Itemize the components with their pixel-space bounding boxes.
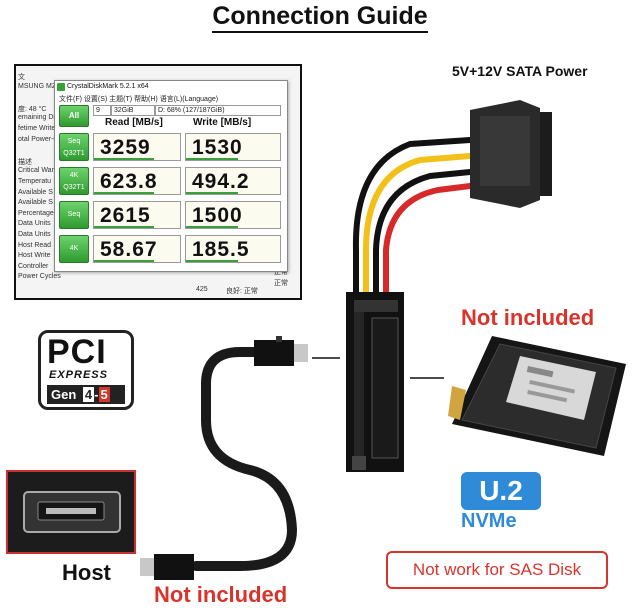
test-button[interactable]: 4K [59, 235, 89, 263]
read-value: 58.67 [93, 235, 181, 263]
ssd-not-included-label: Not included [461, 305, 595, 330]
background-label: MSUNG MZV [18, 82, 61, 90]
oculink-cable [191, 347, 298, 571]
background-label: Percentage [18, 209, 54, 217]
menu-bar[interactable]: 文件(F) 设置(S) 主题(T) 帮助(H) 语言(L)(Language) [59, 96, 219, 103]
background-status: 正常 [274, 269, 288, 277]
background-label: Available S [18, 188, 53, 196]
read-header: Read [MB/s] [105, 117, 163, 128]
sata-power-label: 5V+12V SATA Power [452, 63, 588, 79]
background-label: emaining Dri [18, 114, 58, 122]
background-label: Data Units [18, 231, 51, 238]
background-label: 描述 [18, 158, 32, 166]
sata-power-connector [470, 100, 552, 208]
read-value: 3259 [93, 133, 181, 161]
all-button[interactable]: All [59, 105, 89, 127]
test-button[interactable]: Seq Q32T1 [59, 133, 89, 161]
u2-badge: U.2 [461, 472, 541, 510]
background-label: Data Units [18, 220, 51, 228]
host-label: Host [62, 560, 111, 585]
express-text: EXPRESS [49, 369, 108, 381]
cable-connector-top [254, 336, 308, 366]
write-header: Write [MB/s] [193, 117, 252, 128]
background-label: Controller [18, 262, 49, 270]
cable-connector-bottom [140, 554, 194, 580]
background-status: 正常 [274, 280, 288, 287]
read-value: 623.8 [93, 167, 181, 195]
oculink-port-icon [23, 491, 121, 533]
background-label: otal Power-O [18, 135, 59, 143]
background-label: Host Read [18, 241, 52, 249]
write-value: 1530 [185, 133, 281, 161]
gen-bar: Gen 4-5 [47, 385, 125, 404]
write-value: 1500 [185, 201, 281, 229]
write-value: 494.2 [185, 167, 281, 195]
window-title: CrystalDiskMark 5.2.1 x64 [55, 81, 287, 93]
host-port-closeup [6, 470, 136, 554]
crystaldiskmark-window: CrystalDiskMark 5.2.1 x64 文件(F) 设置(S) 主题… [54, 80, 288, 272]
background-label: 度: 48 °C [18, 105, 47, 113]
pci-text: PCI [47, 333, 107, 371]
pci-express-badge: PCI EXPRESS Gen 4-5 [38, 330, 134, 410]
test-button[interactable]: Seq [59, 201, 89, 229]
app-icon [57, 83, 65, 91]
u2-ssd-drive [448, 336, 626, 456]
background-label: Power Cycles [18, 273, 61, 281]
footer-status: 良好: 正常 [226, 288, 258, 295]
footer-count: 425 [196, 286, 208, 293]
background-label: fetime Write [18, 125, 56, 132]
background-label: Host Write [18, 252, 51, 260]
drive-select[interactable]: D: 68% (127/187GiB) [155, 105, 281, 116]
nvme-label: NVMe [461, 510, 517, 532]
write-value: 185.5 [185, 235, 281, 263]
cable-not-included-label: Not included [154, 582, 288, 607]
sas-warning-box: Not work for SAS Disk [386, 551, 608, 589]
size-select[interactable]: 32GiB [111, 105, 155, 116]
background-label: Temperatu [18, 178, 52, 185]
test-button[interactable]: 4K Q32T1 [59, 167, 89, 195]
page-title: Connection Guide [0, 2, 640, 33]
count-select[interactable]: 9 [93, 105, 111, 116]
read-value: 2615 [93, 201, 181, 229]
background-label: 文 [18, 74, 25, 81]
u2-adapter-board [346, 292, 404, 472]
background-label: Critical Warn [18, 167, 58, 175]
background-label: Available S [18, 199, 53, 207]
sata-power-wires [352, 137, 473, 299]
